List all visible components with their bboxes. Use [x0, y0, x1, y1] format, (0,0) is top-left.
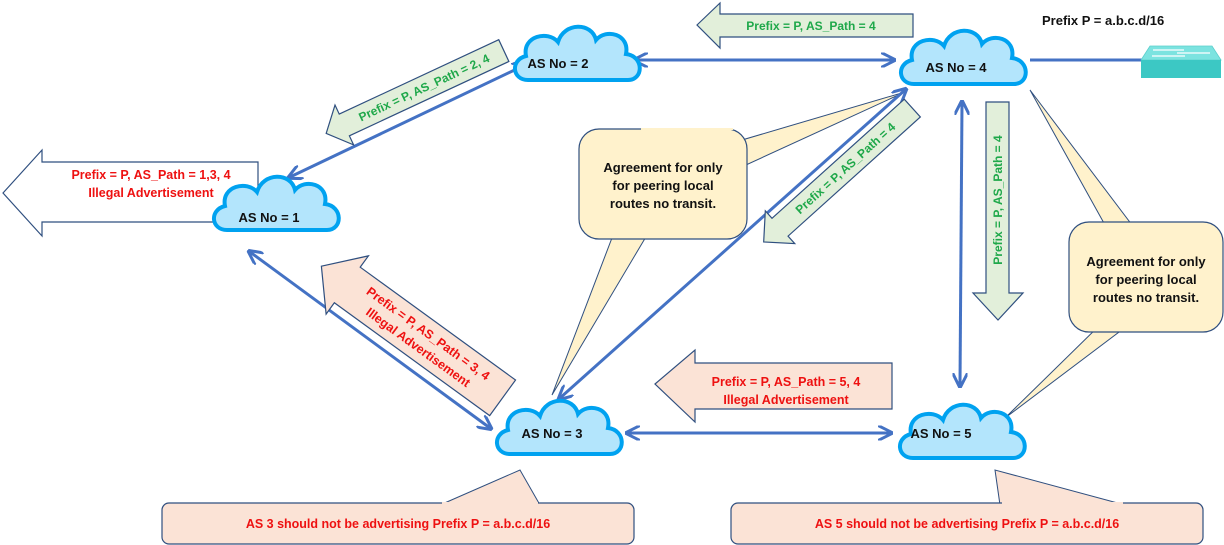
advert-arrow-as4-to-as5: Prefix = P, AS_Path = 4 — [971, 101, 1025, 321]
as-label: AS No = 4 — [925, 60, 987, 75]
warning-text: AS 5 should not be advertising Prefix P … — [815, 517, 1119, 531]
link-as1-as3 — [250, 252, 490, 428]
cloud-as5[interactable]: AS No = 5 — [897, 402, 1027, 460]
link-as4-as5 — [960, 103, 962, 385]
link-as1-as2 — [290, 65, 525, 177]
advert-label: Prefix = P, AS_Path = 4 — [991, 135, 1005, 265]
callout-line: Agreement for only — [1086, 254, 1206, 269]
cloud-as2[interactable]: AS No = 2 — [512, 24, 642, 82]
callout-line: routes no transit. — [610, 196, 716, 211]
callout-agreement-as3-as4: Agreement for only for peering local rou… — [578, 128, 748, 240]
cloud-as4[interactable]: AS No = 4 — [898, 28, 1028, 86]
cloud-as1[interactable]: AS No = 1 — [211, 174, 341, 232]
callout-as5-warning: AS 5 should not be advertising Prefix P … — [730, 502, 1204, 545]
callout-as3-warning: AS 3 should not be advertising Prefix P … — [161, 502, 635, 545]
callout-line: for peering local — [1095, 272, 1196, 287]
advert-arrow-as2-to-as1: Prefix = P, AS_Path = 2, 4 — [325, 38, 510, 147]
cloud-as3[interactable]: AS No = 3 — [494, 398, 624, 456]
callout-line: for peering local — [612, 178, 713, 193]
advert-label-line2: Illegal Advertisement — [723, 393, 849, 407]
cloud-icon — [898, 28, 1028, 86]
advert-arrow-as1-out: Prefix = P, AS_Path = 1,3, 4 Illegal Adv… — [2, 148, 259, 238]
callout-agreement-as4-as5: Agreement for only for peering local rou… — [1068, 221, 1224, 333]
as-label: AS No = 2 — [527, 56, 588, 71]
advert-arrow-as5-to-as3: Prefix = P, AS_Path = 5, 4 Illegal Adver… — [654, 348, 893, 424]
network-switch-icon[interactable] — [1140, 45, 1222, 78]
cloud-icon — [512, 24, 642, 82]
advert-label-line1: Prefix = P, AS_Path = 5, 4 — [712, 375, 861, 389]
as-label: AS No = 3 — [521, 426, 582, 441]
as-label: AS No = 5 — [910, 426, 971, 441]
as-label: AS No = 1 — [238, 210, 299, 225]
callout-line: routes no transit. — [1093, 290, 1199, 305]
warning-text: AS 3 should not be advertising Prefix P … — [246, 517, 550, 531]
link-as3-as4 — [560, 90, 905, 398]
prefix-label: Prefix P = a.b.c.d/16 — [1042, 13, 1164, 28]
advert-label-line1: Prefix = P, AS_Path = 1,3, 4 — [71, 168, 230, 182]
links — [65, 60, 1142, 433]
advert-arrow-as3-to-as1: Prefix = P, AS_Path = 3, 4 Illegal Adver… — [320, 254, 517, 417]
callout-line: Agreement for only — [603, 160, 723, 175]
advert-arrow-as4-to-as2: Prefix = P, AS_Path = 4 — [696, 1, 914, 50]
advert-label: Prefix = P, AS_Path = 4 — [746, 19, 876, 33]
advert-label-line2: Illegal Advertisement — [88, 186, 214, 200]
